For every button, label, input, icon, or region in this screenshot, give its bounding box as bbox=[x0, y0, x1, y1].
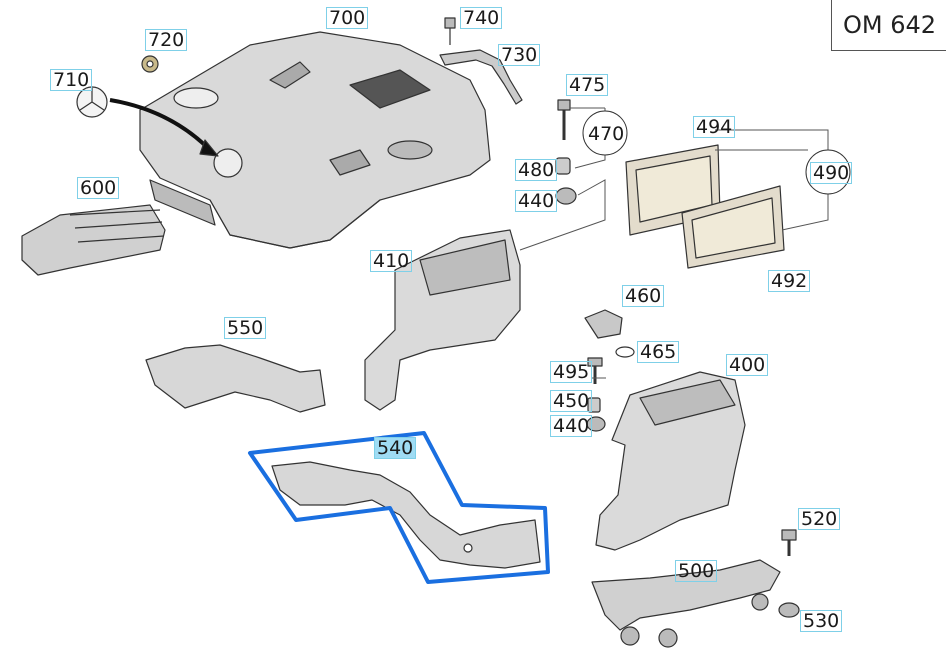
part-label-550[interactable]: 550 bbox=[224, 317, 267, 339]
washer bbox=[555, 187, 577, 205]
part-label-490[interactable]: 490 bbox=[810, 162, 853, 184]
part-label-494[interactable]: 494 bbox=[693, 116, 736, 138]
sleeve bbox=[555, 157, 571, 175]
part-label-730[interactable]: 730 bbox=[498, 44, 541, 66]
part-label-450[interactable]: 450 bbox=[550, 390, 593, 412]
rubber-mount bbox=[778, 602, 800, 618]
part-label-720[interactable]: 720 bbox=[145, 29, 188, 51]
bracket bbox=[439, 49, 523, 105]
part-label-492[interactable]: 492 bbox=[768, 270, 811, 292]
air-filter-housing-right bbox=[595, 371, 746, 551]
mass-air-flow-sensor bbox=[584, 309, 623, 339]
part-label-410[interactable]: 410 bbox=[370, 250, 413, 272]
part-label-710[interactable]: 710 bbox=[50, 69, 93, 91]
part-label-700[interactable]: 700 bbox=[326, 7, 369, 29]
part-label-495[interactable]: 495 bbox=[550, 361, 593, 383]
intake-duct-550 bbox=[145, 344, 326, 413]
part-label-540-selected[interactable]: 540 bbox=[374, 437, 417, 459]
o-ring bbox=[615, 346, 635, 358]
part-label-400[interactable]: 400 bbox=[726, 354, 769, 376]
ref-circle-470 bbox=[582, 110, 628, 156]
selected-part-outline bbox=[248, 431, 550, 584]
part-label-740[interactable]: 740 bbox=[460, 7, 503, 29]
spacer bbox=[587, 397, 601, 413]
part-label-520[interactable]: 520 bbox=[798, 508, 841, 530]
part-label-440-lower[interactable]: 440 bbox=[550, 415, 593, 437]
part-label-470[interactable]: 470 bbox=[588, 123, 625, 145]
part-label-600[interactable]: 600 bbox=[77, 177, 120, 199]
part-label-465[interactable]: 465 bbox=[637, 341, 680, 363]
part-label-440-upper[interactable]: 440 bbox=[515, 190, 558, 212]
part-label-460[interactable]: 460 bbox=[622, 285, 665, 307]
part-label-480[interactable]: 480 bbox=[515, 159, 558, 181]
part-label-500[interactable]: 500 bbox=[675, 560, 718, 582]
part-label-530[interactable]: 530 bbox=[800, 610, 843, 632]
intake-resonator bbox=[21, 204, 166, 276]
support-bracket bbox=[591, 559, 781, 631]
engine-model-code: OM 642 bbox=[831, 0, 946, 51]
intake-duct-540 bbox=[271, 461, 541, 569]
part-label-475[interactable]: 475 bbox=[566, 74, 609, 96]
